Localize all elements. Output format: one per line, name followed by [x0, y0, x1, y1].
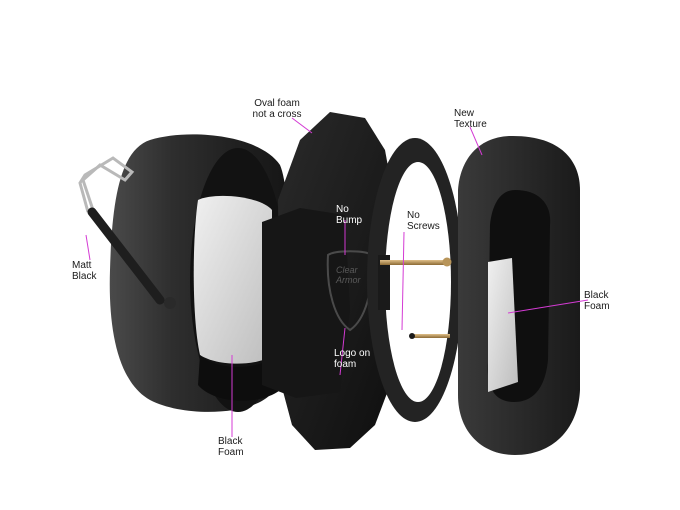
label-black-foam-bottom: Black Foam — [218, 436, 244, 458]
headband-wire — [78, 156, 176, 309]
logo-text: Clear Armor — [336, 265, 361, 285]
label-matt-black: Matt Black — [72, 260, 97, 282]
pins — [380, 257, 452, 339]
label-new-texture: New Texture — [454, 108, 487, 130]
inner-foam-white — [193, 195, 272, 364]
oval-foam-layer — [262, 112, 400, 450]
label-logo-on-foam: Logo on foam — [334, 348, 371, 370]
label-no-screws: No Screws — [407, 210, 440, 232]
label-black-foam-right: Black Foam — [584, 290, 610, 312]
pad-inner-foam — [488, 258, 518, 392]
logo-shield — [326, 250, 374, 332]
label-no-bump: No Bump — [336, 204, 363, 226]
ear-pad — [458, 135, 580, 455]
ring-plate — [367, 138, 463, 422]
label-oval-foam: Oval foam not a cross — [252, 98, 302, 120]
leader-lines — [85, 117, 589, 437]
